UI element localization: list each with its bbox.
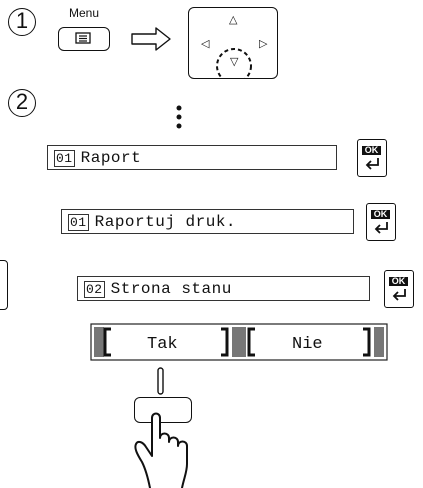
menu-button[interactable] (58, 27, 110, 51)
lcd-row-raport: 01 Raport (47, 145, 337, 170)
ok-button[interactable]: OK (357, 139, 387, 177)
partial-button-edge (0, 260, 8, 310)
ellipsis-icon (176, 105, 182, 129)
lcd-row-raportuj-druk: 01 Raportuj druk. (61, 209, 354, 234)
dpad-right-icon[interactable]: ▷ (259, 38, 268, 50)
ok-label: OK (389, 277, 408, 286)
ok-button[interactable]: OK (384, 270, 414, 308)
left-select-button[interactable] (134, 397, 192, 423)
step-1-number: 1 (15, 8, 29, 33)
step-1-marker: 1 (8, 8, 36, 36)
choice-yes[interactable]: Tak (147, 335, 178, 354)
lcd-row-text: Strona stanu (110, 280, 232, 298)
enter-icon (392, 289, 406, 301)
dpad-down-icon[interactable]: ▽ (230, 56, 239, 68)
enter-icon (365, 158, 379, 170)
ok-label: OK (362, 146, 381, 155)
lcd-row-strona-stanu: 02 Strona stanu (77, 276, 370, 301)
lcd-row-number: 02 (84, 281, 105, 298)
choice-bar (90, 323, 388, 361)
dpad-panel: △ ◁ ▷ ▽ (188, 7, 278, 79)
lcd-row-number: 01 (54, 150, 75, 167)
ok-label: OK (371, 210, 390, 219)
arrow-right-icon (131, 27, 171, 51)
dpad-down-highlight (216, 48, 253, 79)
dpad-up-icon[interactable]: △ (229, 14, 238, 26)
enter-icon (374, 222, 388, 234)
step-2-number: 2 (15, 89, 29, 114)
lcd-row-text: Raport (80, 149, 142, 167)
lcd-row-text: Raportuj druk. (94, 213, 237, 231)
menu-key-label: Menu (69, 6, 100, 20)
step-2-marker: 2 (8, 89, 36, 117)
press-line (157, 367, 164, 395)
ok-button[interactable]: OK (366, 203, 396, 241)
dpad-left-icon[interactable]: ◁ (201, 38, 210, 50)
menu-icon (75, 32, 91, 44)
pointing-hand-icon (134, 412, 188, 488)
choice-no[interactable]: Nie (292, 335, 323, 354)
lcd-row-number: 01 (68, 214, 89, 231)
